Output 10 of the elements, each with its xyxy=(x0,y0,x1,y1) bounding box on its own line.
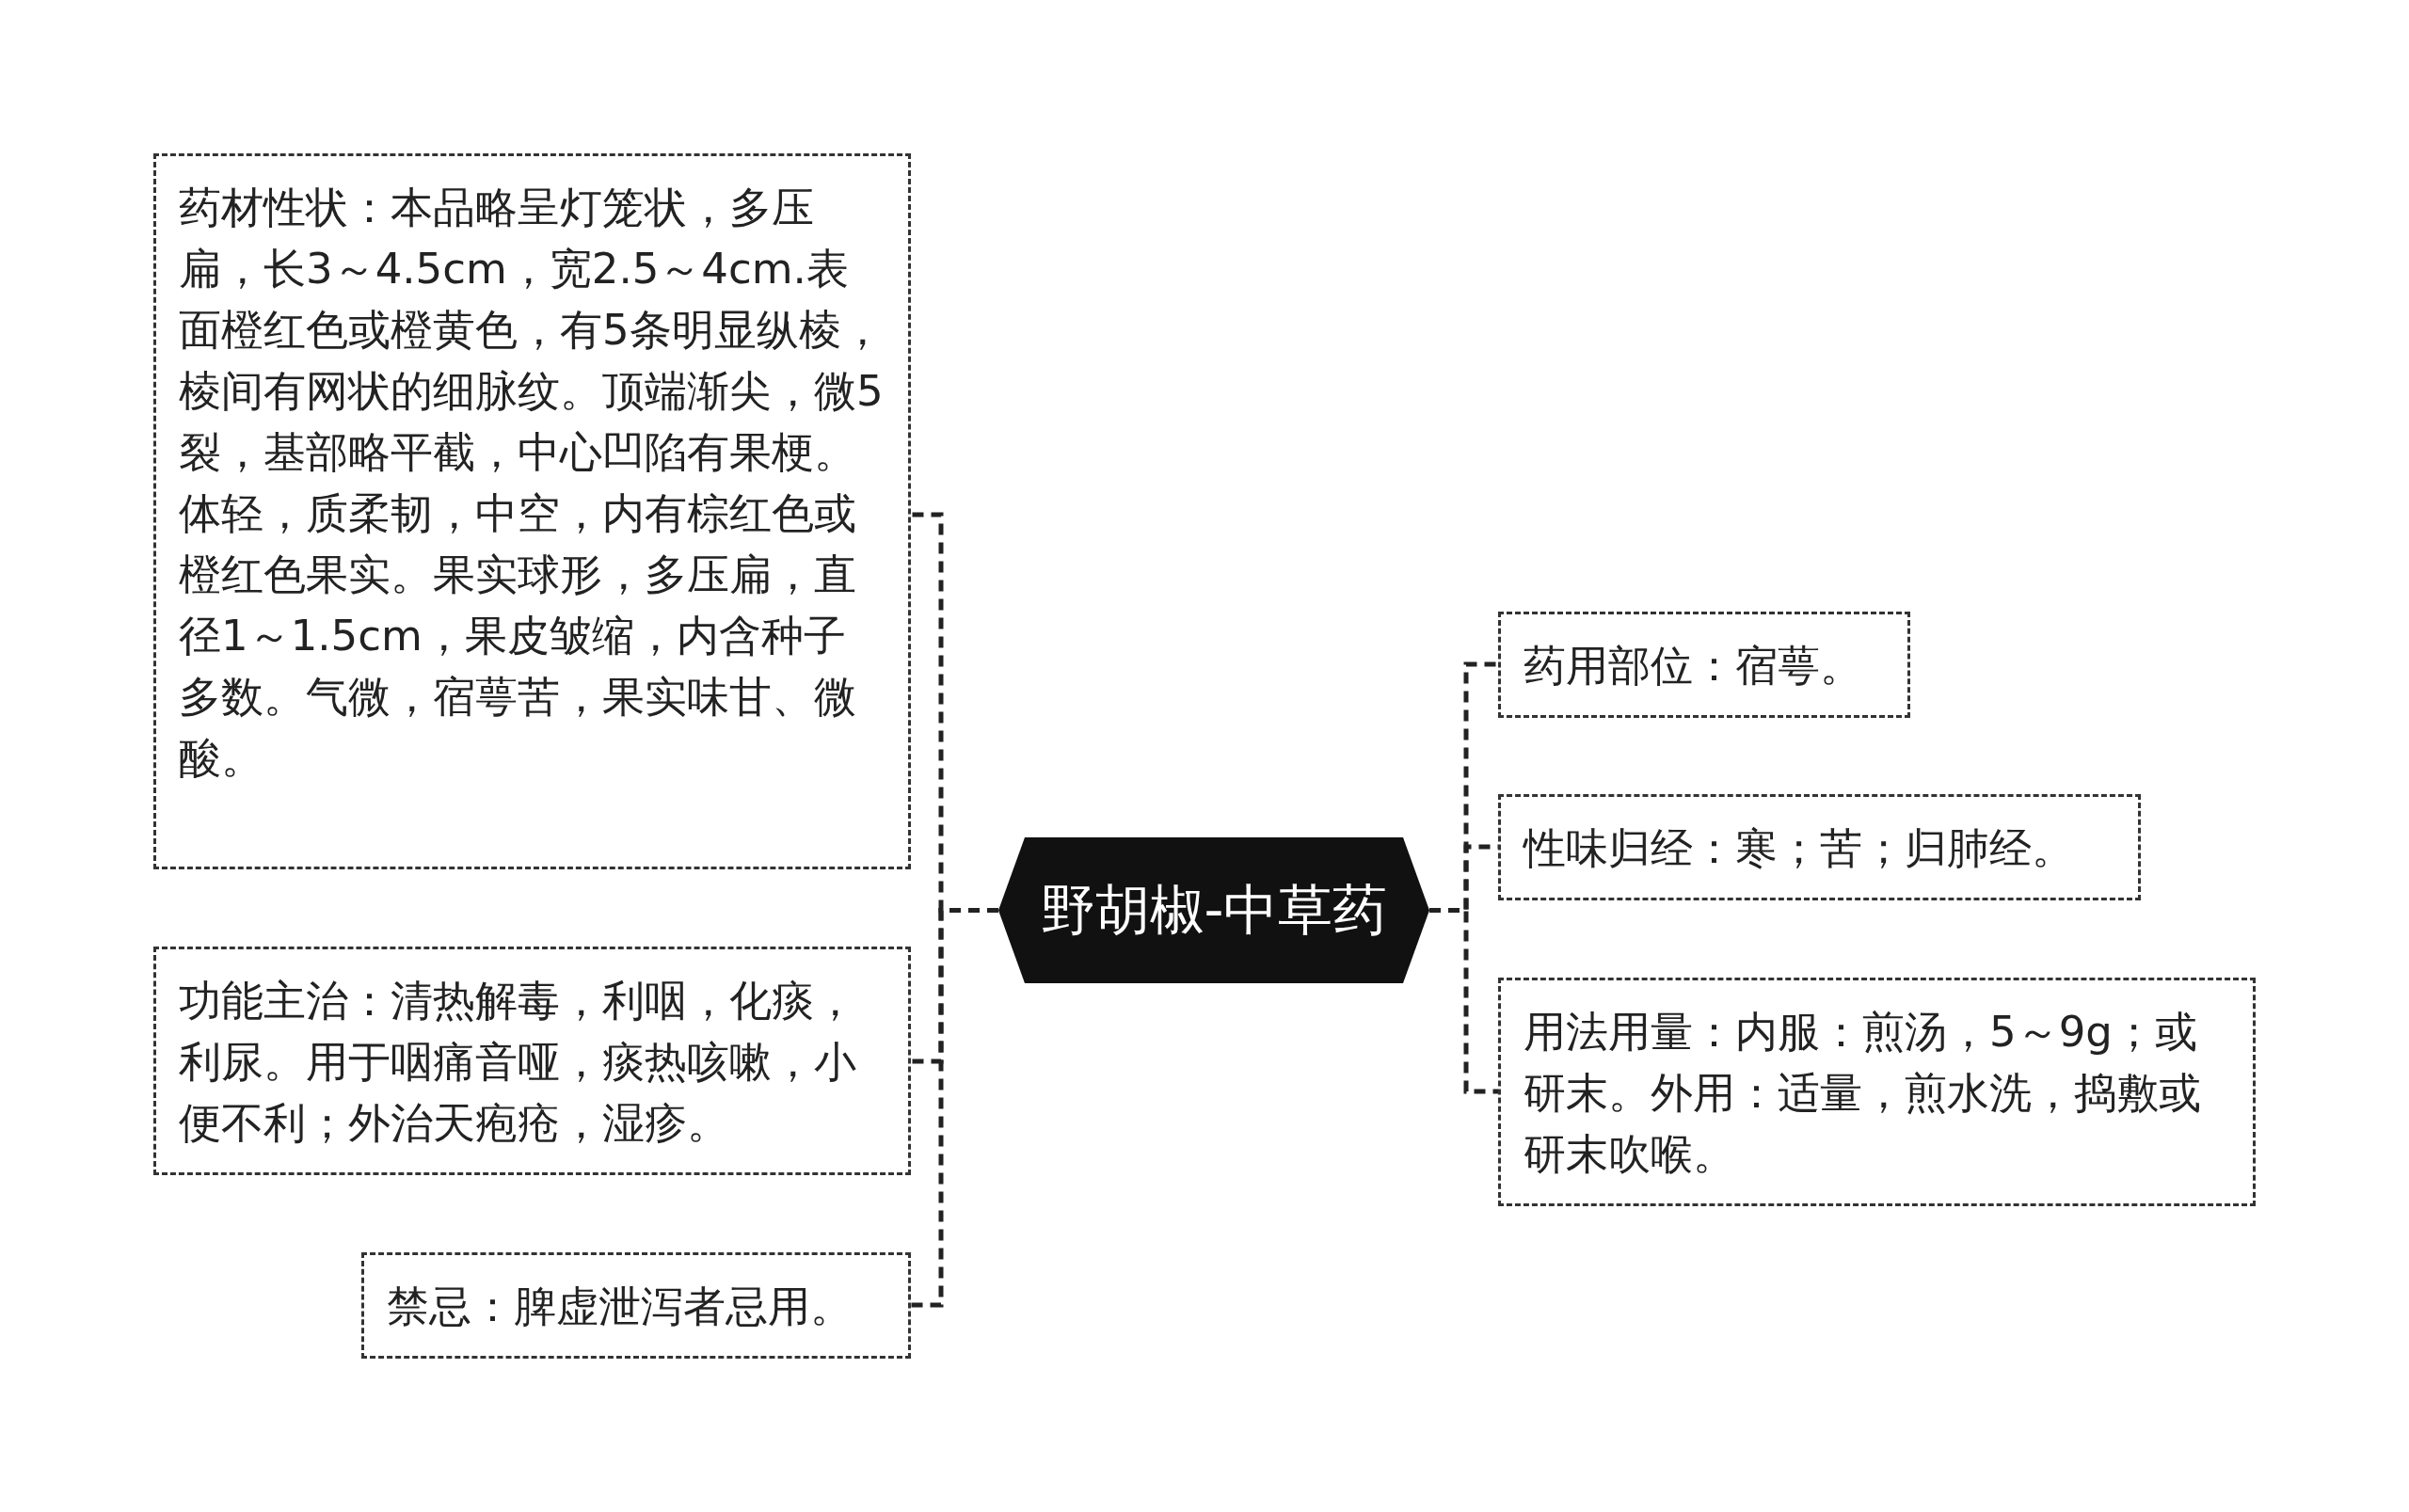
text-box: 药材性状：本品略呈灯笼状，多压扁，长3～4.5cm，宽2.5～4cm.表面橙红色或橙黄色，有5条明显纵棱，棱间有网状的细脉纹。顶端渐尖，微5裂，基部略平截，中心凹陷有果梗。体轻，质柔韧，中空，内有棕红色或橙红色果实。果实球形，多压扁，直径1～1.5cm，果皮皱缩，内含种子多数。气微，宿萼苦，果实味甘、微酸。 xyxy=(153,153,911,869)
topic-label: 野胡椒-中草药 xyxy=(1040,876,1388,944)
connector xyxy=(911,908,998,1308)
connector xyxy=(1429,908,1498,1094)
text-box: 药用部位：宿萼。 xyxy=(1498,612,1910,718)
text-box: 功能主治：清热解毒，利咽，化痰，利尿。用于咽痛音哑，痰热咳嗽，小便不利；外治天疱疮，湿疹。 xyxy=(153,947,911,1175)
text-box: 性味归经：寒；苦；归肺经。 xyxy=(1498,794,2141,900)
topic-hexagon xyxy=(998,837,1429,983)
text-box: 禁忌：脾虚泄泻者忌用。 xyxy=(361,1252,911,1359)
text-box: 用法用量：内服：煎汤，5～9g；或研末。外用：适量，煎水洗，捣敷或研末吹喉。 xyxy=(1498,978,2256,1206)
